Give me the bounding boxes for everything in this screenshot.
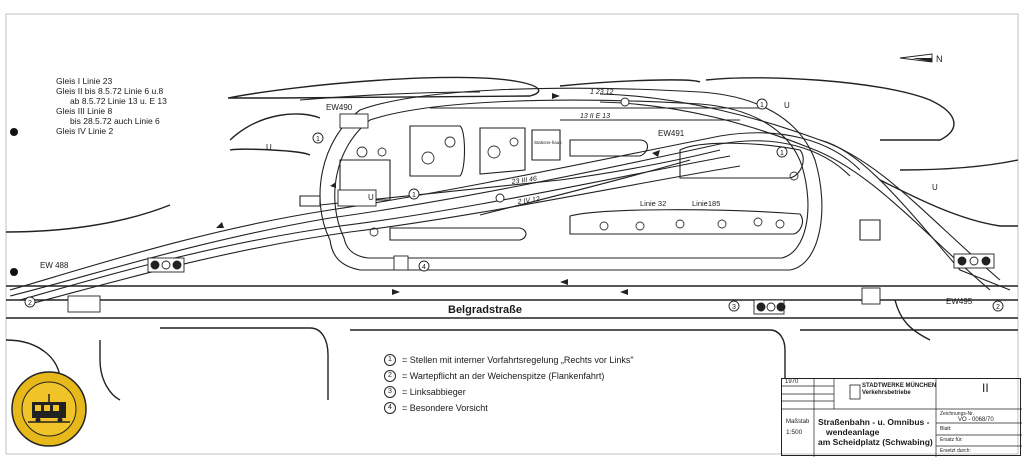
- svg-text:2: 2: [28, 300, 32, 307]
- tram-museum-logo: [11, 371, 87, 447]
- street-edges: [5, 76, 1019, 401]
- plan-markers: [24, 97, 1004, 312]
- title-block: 1970 STADTWERKE MÜNCHEN Verkehrsbetriebe…: [781, 378, 1022, 457]
- tb-org-line: STADTWERKE MÜNCHEN: [862, 383, 937, 389]
- key-text: = Stellen mit interner Vorfahrtsregelung…: [402, 355, 634, 365]
- title-line: wendeanlage: [826, 427, 880, 437]
- platform-islands: [299, 125, 881, 241]
- munich-crest-icon: [849, 384, 861, 400]
- label-linie32: Linie 32: [640, 199, 666, 208]
- tb-drawno-label: Zeichnungs-Nr.: [940, 411, 974, 417]
- tb-organization: STADTWERKE MÜNCHEN Verkehrsbetriebe: [862, 383, 936, 397]
- svg-text:2: 2: [996, 304, 1000, 311]
- label-ew495: EW495: [946, 297, 973, 306]
- museum-badge: [10, 370, 88, 448]
- svg-text:3: 3: [732, 304, 736, 311]
- key-text: = Besondere Vorsicht: [402, 403, 488, 413]
- label-track-1: 1 23 12: [590, 89, 613, 96]
- traffic-signs: [67, 113, 995, 315]
- north-arrow: N: [898, 50, 944, 71]
- legend-line: bis 28.5.72 auch Linie 6: [70, 116, 160, 126]
- plan-marker-numbers: 1 1 1 1 2 3 2 4: [28, 102, 1000, 311]
- label-u: U: [368, 193, 374, 202]
- key-number: 2: [384, 370, 396, 382]
- tb-blatt: Blatt:: [940, 426, 952, 432]
- tb-scale: 1:500: [786, 429, 803, 436]
- key-number: 3: [384, 386, 396, 398]
- svg-text:4: 4: [422, 264, 426, 271]
- svg-text:1: 1: [780, 150, 784, 157]
- tb-ersatz: Ersatz für:: [940, 437, 963, 443]
- north-arrow-icon: N: [899, 53, 943, 64]
- tb-scale-label: Maßstab: [786, 419, 810, 425]
- label-u: U: [266, 143, 272, 152]
- tb-mark: II: [982, 381, 989, 395]
- svg-text:1: 1: [412, 192, 416, 199]
- key-number: 4: [384, 402, 396, 414]
- label-ew490: EW490: [326, 103, 353, 112]
- track-legend: Gleis I Linie 23 Gleis II bis 8.5.72 Lin…: [56, 76, 167, 136]
- label-track-2: 13 II E 13: [580, 113, 610, 120]
- label-track-4: 2 IV 12: [516, 196, 540, 206]
- label-u: U: [784, 101, 790, 110]
- svg-text:1: 1: [316, 136, 320, 143]
- drawing-frame: [5, 13, 1019, 455]
- key-item: 3 = Linksabbieger: [384, 384, 634, 400]
- key-text: = Wartepflicht an der Weichenspitze (Fla…: [402, 371, 605, 381]
- key-item: 2 = Wartepflicht an der Weichenspitze (F…: [384, 368, 634, 384]
- legend-line: Gleis III Linie 8: [56, 106, 113, 116]
- label-station: Stations-haus: [534, 140, 562, 145]
- legend-line: Gleis I Linie 23: [56, 76, 113, 86]
- punch-hole: [10, 128, 18, 136]
- legend-line: Gleis II bis 8.5.72 Linie 6 u.8: [56, 86, 164, 96]
- label-u: U: [932, 183, 938, 192]
- direction-arrows: [216, 93, 660, 295]
- label-linie185: Linie185: [692, 199, 720, 208]
- title-line: Straßenbahn - u. Omnibus -: [818, 417, 930, 427]
- tb-drawno: VO - 0068/70: [958, 417, 994, 423]
- title-block-grid: [782, 379, 1022, 457]
- tb-year: 1970: [785, 379, 799, 385]
- symbol-key: 1 = Stellen mit interner Vorfahrtsregelu…: [384, 352, 634, 416]
- drawing-title: Straßenbahn - u. Omnibus - wendeanlage a…: [818, 417, 938, 447]
- label-ew491: EW491: [658, 129, 685, 138]
- label-track-3: 23 III 46: [510, 176, 537, 187]
- tb-org-line: Verkehrsbetriebe: [862, 390, 911, 396]
- label-ew488: EW 488: [40, 261, 69, 270]
- key-item: 4 = Besondere Vorsicht: [384, 400, 634, 416]
- key-item: 1 = Stellen mit interner Vorfahrtsregelu…: [384, 352, 634, 368]
- label-street: Belgradstraße: [448, 304, 522, 316]
- legend-line: ab 8.5.72 Linie 13 u. E 13: [70, 96, 167, 106]
- svg-text:1: 1: [760, 102, 764, 109]
- key-number: 1: [384, 354, 396, 366]
- title-line: am Scheidplatz (Schwabing): [818, 437, 933, 447]
- north-label: N: [936, 54, 943, 64]
- key-text: = Linksabbieger: [402, 387, 466, 397]
- legend-line: Gleis IV Linie 2: [56, 126, 114, 136]
- tb-ersetzt: Ersetzt durch:: [940, 448, 971, 454]
- punch-hole: [10, 268, 18, 276]
- trees: [356, 136, 799, 237]
